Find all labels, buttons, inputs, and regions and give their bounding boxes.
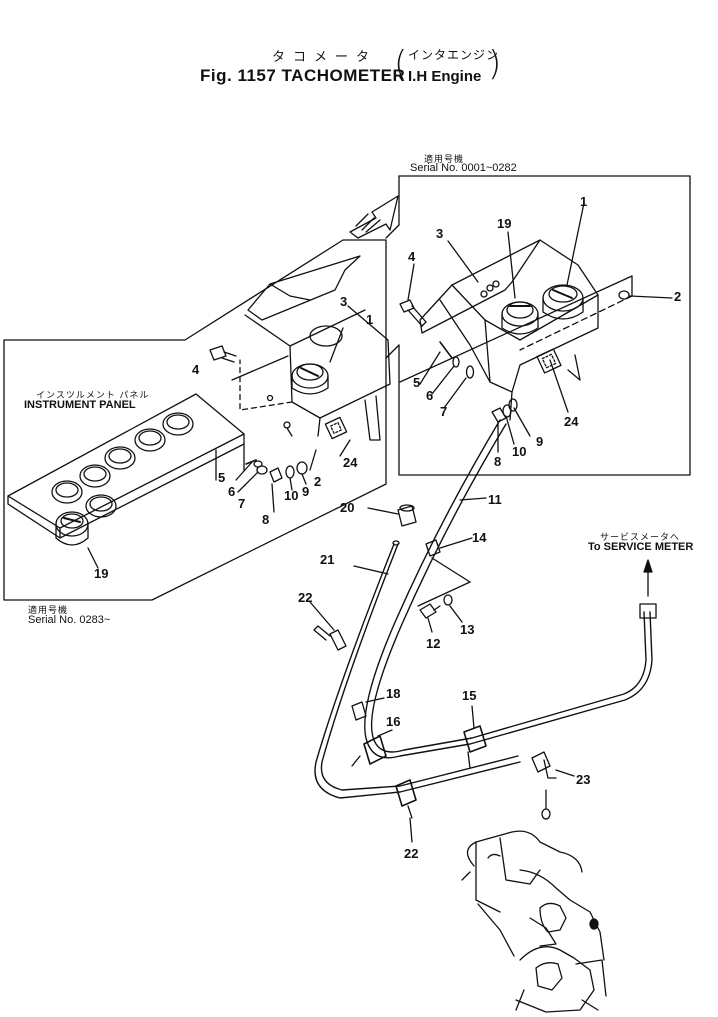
callout-23: 23 xyxy=(576,772,591,787)
inset-frame xyxy=(398,175,691,476)
inset-tray-outline xyxy=(399,275,633,383)
callout-18: 18 xyxy=(386,686,401,701)
serial-top-jp: 適用号機 xyxy=(424,154,465,164)
service-meter-label: To SERVICE METER xyxy=(588,541,694,553)
paren-close-glyph: ) xyxy=(488,44,502,84)
cable-11 xyxy=(364,419,653,759)
panel-callout-7: 7 xyxy=(238,496,246,511)
panel-callout-2: 2 xyxy=(314,474,322,489)
inset-callout-24: 24 xyxy=(564,414,579,429)
callout-13: 13 xyxy=(460,622,475,637)
callout-22-upper: 22 xyxy=(298,590,313,605)
serial-bottom-jp: 適用号機 xyxy=(28,605,69,615)
panel-fittings xyxy=(235,327,351,513)
figure-title: Fig. 1157 TACHOMETER xyxy=(200,66,406,85)
panel-callout-1: 1 xyxy=(366,312,374,327)
panel-gauge-1 xyxy=(291,363,329,395)
title-japanese-subtitle: インタエンジン xyxy=(408,48,500,62)
panel-label: INSTRUMENT PANEL xyxy=(24,399,136,411)
panel-callout-24: 24 xyxy=(343,455,358,470)
inset-callout-10: 10 xyxy=(512,444,527,459)
panel-callout-8: 8 xyxy=(262,512,270,527)
inset-to-panel-link xyxy=(385,224,400,359)
inset-callout-19: 19 xyxy=(497,216,512,231)
callout-22-lower: 22 xyxy=(404,846,419,861)
instrument-panel-plate xyxy=(7,393,245,539)
panel-callout-5: 5 xyxy=(218,470,226,485)
paren-open-glyph: ( xyxy=(394,44,408,84)
inset-callout-3: 3 xyxy=(436,226,444,241)
inset-gauge-1 xyxy=(542,284,584,320)
panel-callout-4: 4 xyxy=(192,362,200,377)
inset-clips-5-6-7 xyxy=(419,341,475,409)
clamp-16 xyxy=(351,729,393,767)
inset-callout-4: 4 xyxy=(408,249,416,264)
service-meter-label-jp: サービスメータへ xyxy=(600,532,681,542)
serial-top: Serial No. 0001~0282 xyxy=(410,162,517,174)
inset-callout-5: 5 xyxy=(413,375,421,390)
cable-21 xyxy=(314,540,521,799)
callout-21: 21 xyxy=(320,552,335,567)
panel-callout-19: 19 xyxy=(94,566,109,581)
inset-bolt-4 xyxy=(399,299,427,327)
callout-20: 20 xyxy=(340,500,355,515)
inset-callout-6: 6 xyxy=(426,388,434,403)
callout-14: 14 xyxy=(472,530,487,545)
inset-callout-9: 9 xyxy=(536,434,544,449)
panel-callout-3: 3 xyxy=(340,294,348,309)
view-arrow xyxy=(349,195,399,239)
elbow-23 xyxy=(531,751,575,820)
panel-bolt-4 xyxy=(209,345,237,363)
clamp-15 xyxy=(463,705,487,769)
fitting-20 xyxy=(367,504,417,527)
figure-subtitle: I.H Engine xyxy=(408,68,482,85)
inset-plug-2 xyxy=(618,290,673,300)
inset-gauge-19 xyxy=(501,301,539,335)
panel-gauge-19 xyxy=(55,511,99,569)
inset-leaders xyxy=(407,202,585,413)
inset-callout-1: 1 xyxy=(580,194,588,209)
bracket-14 xyxy=(417,537,473,607)
panel-callout-9: 9 xyxy=(302,484,310,499)
callout-16: 16 xyxy=(386,714,401,729)
panel-gauge-holes xyxy=(51,412,194,518)
clamp-22-upper xyxy=(309,601,347,651)
serial-bottom: Serial No. 0283~ xyxy=(28,614,111,626)
bolt-12-washer-13 xyxy=(419,594,463,633)
callout-11: 11 xyxy=(488,492,502,507)
callout-12: 12 xyxy=(426,636,441,651)
panel-cover-bracket xyxy=(231,255,391,441)
inset-callout-7: 7 xyxy=(440,404,448,419)
clamp-18 xyxy=(351,697,385,721)
panel-frame xyxy=(3,239,387,601)
inset-callout-8: 8 xyxy=(494,454,502,469)
service-meter-arrow xyxy=(639,559,657,619)
title-japanese: タコメータ xyxy=(272,49,378,64)
panel-callout-6: 6 xyxy=(228,484,236,499)
callout-15: 15 xyxy=(462,688,477,703)
inset-callout-2: 2 xyxy=(674,289,682,304)
panel-label-jp: インスツルメント パネル xyxy=(36,390,150,400)
panel-callout-10: 10 xyxy=(284,488,299,503)
clamp-22-lower xyxy=(395,779,417,843)
engine-sketch xyxy=(461,830,607,1013)
